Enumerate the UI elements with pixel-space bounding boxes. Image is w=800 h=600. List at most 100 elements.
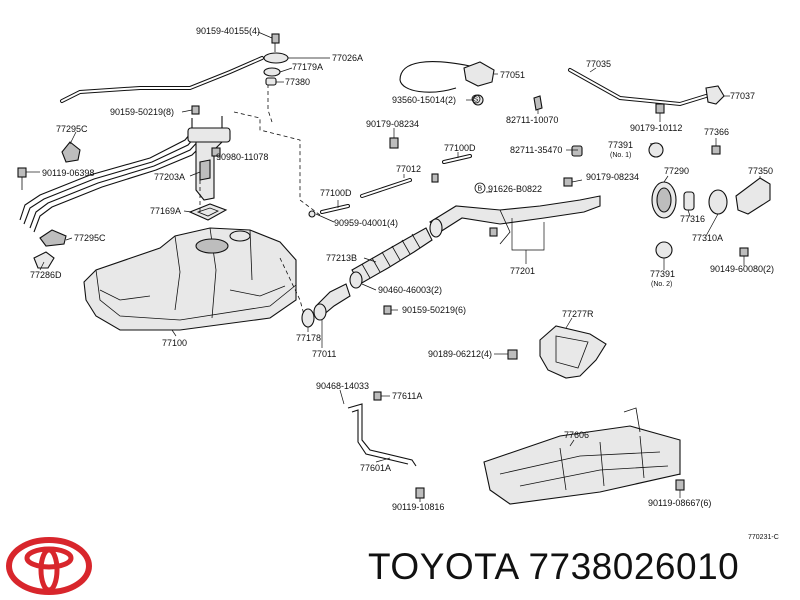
cap-77316 (683, 191, 695, 211)
label-90119-08667: 90119-08667(6) (648, 498, 711, 508)
label-77290: 77290 (664, 166, 689, 176)
clamp-90460-46003 (349, 271, 363, 289)
label-77391-no1: 77391 (608, 140, 633, 150)
label-90159-50219-8: 90159-50219(8) (110, 107, 174, 117)
bolt-77366 (711, 145, 721, 155)
tank-protector-77606 (483, 407, 681, 505)
label-90179-10112: 90179-10112 (630, 123, 682, 133)
fuel-tank-77100 (83, 227, 297, 331)
protector-77277r (539, 325, 607, 379)
clamp-77295c-lower (39, 229, 67, 247)
part-number: 7738026010 (528, 546, 740, 587)
label-77611a: 77611A (392, 391, 422, 401)
label-77011: 77011 (312, 349, 336, 359)
label-77169a: 77169A (150, 206, 181, 216)
label-91626-b0822: 91626-B0822 (488, 184, 542, 194)
label-77035: 77035 (586, 59, 611, 69)
label-90119-06398: 90119-06398 (42, 168, 94, 178)
pipe-77011 (313, 283, 351, 321)
label-77100d-lower: 77100D (320, 188, 352, 198)
gasket-77391-no2 (655, 241, 673, 259)
brand-name: TOYOTA (368, 546, 518, 587)
lock-cable-77035 (399, 61, 708, 107)
label-90179-08234-a: 90179-08234 (366, 119, 419, 129)
label-77051: 77051 (500, 70, 525, 80)
label-90460-46003: 90460-46003(2) (378, 285, 442, 295)
toyota-emblem-icon (6, 537, 92, 595)
opener-77051 (463, 61, 495, 87)
label-93560-15014: 93560-15014(2) (392, 95, 456, 105)
label-77037: 77037 (730, 91, 755, 101)
circle-b-marker (474, 182, 486, 194)
label-77100: 77100 (162, 338, 187, 348)
part-labels: 90159-40155(4) 77026A 77179A 77380 90159… (30, 26, 779, 541)
flange-77026a (263, 52, 289, 64)
bolt-90159-50219-6 (383, 305, 392, 315)
hose-77100d-upper (442, 154, 472, 164)
gasket-77179a (263, 67, 281, 77)
label-77380: 77380 (285, 77, 310, 87)
label-77391-no2: 77391 (650, 269, 675, 279)
label-77286d: 77286D (30, 270, 62, 280)
bolt-90159-50219-8 (191, 105, 200, 115)
label-90468-14033: 90468-14033 (316, 381, 369, 391)
filler-hose-77213b (351, 227, 433, 285)
label-77213b: 77213B (326, 253, 357, 263)
label-77310a: 77310A (692, 233, 723, 243)
label-90959-04001: 90959-04001(4) (334, 218, 398, 228)
vent-tube-upper (60, 56, 264, 103)
lid-77350 (735, 177, 771, 215)
label-77295c-lower: 77295C (74, 233, 106, 243)
bolt-90159-40155 (271, 33, 280, 52)
label-circle-s: S (474, 97, 479, 104)
circle-s-marker (471, 94, 481, 104)
gasket-77178 (301, 308, 315, 328)
label-77203a: 77203A (154, 172, 185, 182)
hose-77100d-lower (320, 204, 350, 214)
cap-77310a (708, 189, 728, 215)
label-77100d-upper: 77100D (444, 143, 476, 153)
label-90149-60080: 90149-60080(2) (710, 264, 774, 274)
label-90189-06212: 90189-06212(4) (428, 349, 492, 359)
bolt-90179-08234-a (389, 137, 399, 149)
label-77316: 77316 (680, 214, 705, 224)
bracket-77286d (33, 251, 55, 269)
gasket-77391-no1 (648, 142, 664, 158)
bolt-90189-06212 (507, 349, 518, 360)
figure-code: 770231-C (748, 534, 779, 541)
label-90159-50219-6: 90159-50219(6) (402, 305, 466, 315)
label-no1: (No. 1) (610, 152, 631, 159)
clip-82711-35470 (571, 145, 583, 157)
label-77179a: 77179A (292, 62, 323, 72)
label-90159-40155: 90159-40155(4) (196, 26, 260, 36)
label-82711-35470: 82711-35470 (510, 145, 562, 155)
label-circle-b: B (478, 186, 483, 193)
bolt-90149-60080 (739, 247, 749, 257)
label-90980-11078: 90980-11078 (216, 152, 268, 162)
label-77606: 77606 (564, 430, 589, 440)
fuel-pump-assembly-77203a (187, 116, 231, 201)
label-77012: 77012 (396, 164, 421, 174)
clamp-77295c-upper (61, 141, 81, 163)
label-77178: 77178 (296, 333, 321, 343)
housing-77290 (651, 181, 677, 219)
leader-lines (26, 31, 761, 502)
label-77601a: 77601A (360, 463, 391, 473)
cap-77380 (265, 77, 277, 86)
bolt-91626-b0822 (489, 227, 498, 237)
gasket-77169a (188, 203, 228, 221)
opener-77037 (705, 85, 725, 105)
clamp-90959-04001 (308, 210, 316, 218)
band-77601a (347, 403, 417, 467)
pipe-77012 (360, 173, 439, 198)
clip-90980-11078 (211, 147, 221, 157)
bolt-90179-08234-b (563, 177, 573, 187)
bolt-90119-08667 (675, 479, 685, 491)
label-77201: 77201 (510, 266, 535, 276)
label-82711-10070: 82711-10070 (506, 115, 558, 125)
label-77350: 77350 (748, 166, 773, 176)
bolt-90119-06398 (17, 167, 27, 190)
label-77277r: 77277R (562, 309, 594, 319)
label-no2: (No. 2) (651, 281, 672, 288)
